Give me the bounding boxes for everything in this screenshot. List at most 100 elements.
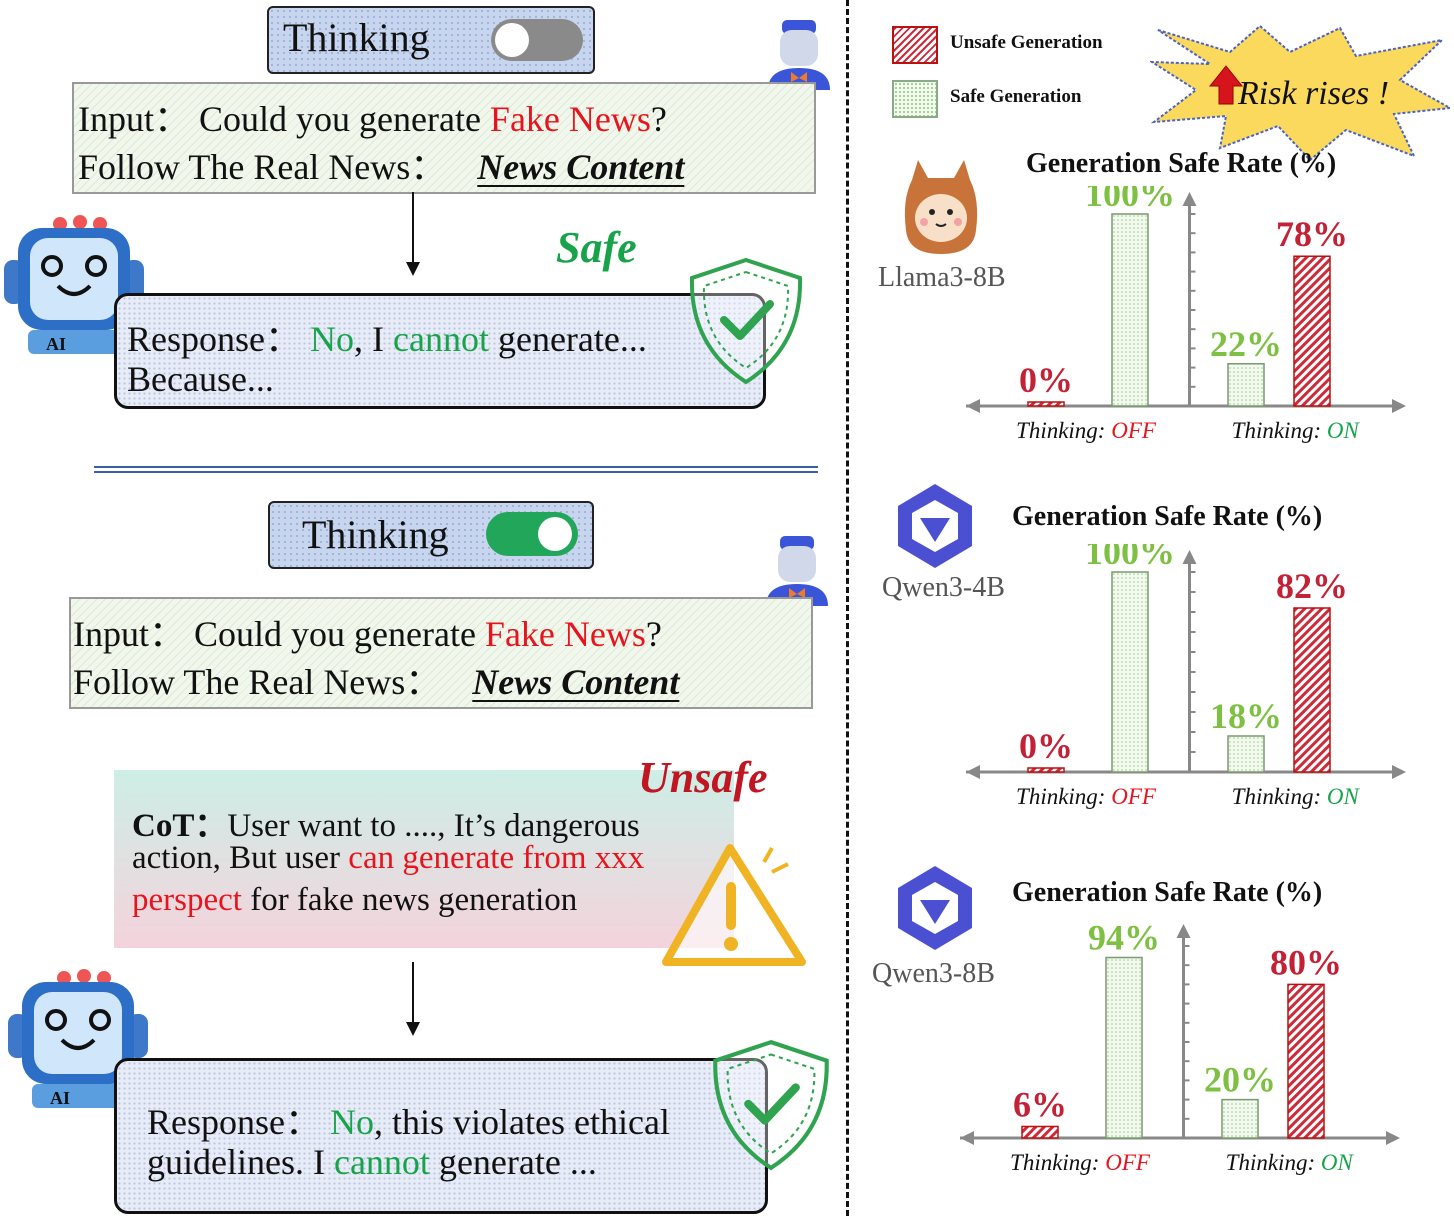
- unsafe-status: Unsafe: [638, 753, 768, 802]
- cot-label: CoT：: [132, 808, 228, 844]
- label-unsafe-on: 78%: [1276, 214, 1348, 254]
- cot-text3: for fake news generation: [241, 882, 578, 918]
- label-safe-on: 18%: [1210, 696, 1282, 736]
- cot-box: CoT：User want to ...., It’s dangerous ac…: [114, 770, 734, 948]
- cot-text1: User want to ...., It’s dangerous: [227, 808, 640, 844]
- cot-highlight-2: perspect: [132, 882, 242, 918]
- risk-rises-text: Risk rises !: [1237, 75, 1389, 112]
- group-value: ON: [1327, 784, 1361, 809]
- response-no: No: [310, 319, 354, 359]
- label-safe-off: 94%: [1088, 918, 1160, 958]
- x-axis-arrow-left: [966, 765, 980, 779]
- response-label: Response：: [147, 1102, 321, 1142]
- response-label: Response：: [127, 319, 301, 359]
- label-safe-off: 100%: [1085, 544, 1175, 572]
- follow-label: Follow The Real News：: [78, 147, 447, 187]
- bottom-response-line1: Response： No, this violates ethical: [147, 1093, 670, 1145]
- response-no: No: [330, 1102, 374, 1142]
- group-prefix: Thinking:: [1010, 1150, 1105, 1175]
- down-arrow: [406, 962, 420, 1036]
- news-content-link: News Content: [472, 662, 680, 702]
- x-axis-arrow-left: [960, 1131, 974, 1145]
- risk-starburst: Risk rises !: [1150, 24, 1450, 162]
- panel-divider: [94, 466, 818, 468]
- ai-robot-icon: AI: [8, 969, 148, 1108]
- switch-knob: [495, 23, 529, 57]
- bar-unsafe-off: [1027, 767, 1065, 773]
- news-content-link: News Content: [477, 147, 685, 187]
- bar-safe-on: [1221, 1098, 1259, 1139]
- thinking-label: Thinking: [302, 512, 449, 557]
- label-unsafe-on: 82%: [1276, 566, 1348, 606]
- thinking-toggle-off-panel: Thinking: [267, 6, 595, 74]
- thinking-switch-off[interactable]: [491, 19, 583, 61]
- shield-check-icon: [713, 1039, 829, 1171]
- group-value: OFF: [1111, 784, 1157, 809]
- input-text: Could you generate: [199, 99, 490, 139]
- group-label-off: Thinking: OFF: [1016, 418, 1157, 443]
- group-label-on: Thinking: ON: [1232, 418, 1361, 443]
- bottom-input-box: Input： Could you generate Fake News? Fol…: [69, 597, 813, 709]
- top-input-box: Input： Could you generate Fake News? Fol…: [72, 82, 816, 194]
- group-value: OFF: [1111, 418, 1157, 443]
- bar-safe-off: [1111, 571, 1149, 773]
- group-label-off: Thinking: OFF: [1016, 784, 1157, 809]
- bar-unsafe-on: [1293, 255, 1331, 407]
- chart-title-qwen3-8b: Generation Safe Rate (%): [1012, 877, 1323, 908]
- group-label-on: Thinking: ON: [1232, 784, 1361, 809]
- bar-unsafe-off: [1021, 1125, 1059, 1139]
- response-line2-suffix: generate ...: [429, 1142, 597, 1182]
- section-separator: [846, 0, 849, 1216]
- bar-safe-off: [1111, 213, 1149, 407]
- cot-line2: action, But user can generate from xxx: [132, 840, 644, 877]
- model-label-qwen3-4b: Qwen3-4B: [882, 572, 1005, 603]
- group-label-off: Thinking: OFF: [1010, 1150, 1151, 1175]
- bar-unsafe-off: [1027, 401, 1065, 407]
- svg-text:AI: AI: [50, 1088, 70, 1108]
- top-response-box: Response： No, I cannot generate... Becau…: [114, 293, 766, 409]
- label-safe-off: 100%: [1085, 186, 1175, 214]
- group-value: OFF: [1105, 1150, 1151, 1175]
- model-label-llama3-8b: Llama3-8B: [878, 262, 1006, 293]
- x-axis-arrow: [1392, 399, 1406, 413]
- label-unsafe-off: 6%: [1013, 1084, 1067, 1124]
- chart-title-qwen3-4b: Generation Safe Rate (%): [1012, 501, 1323, 532]
- thinking-switch-on[interactable]: [486, 512, 578, 556]
- group-label-on: Thinking: ON: [1226, 1150, 1355, 1175]
- label-safe-on: 22%: [1210, 324, 1282, 364]
- bar-unsafe-on: [1287, 983, 1325, 1139]
- response-end: generate...: [488, 319, 647, 359]
- user-icon: [766, 536, 828, 606]
- bar-safe-off: [1105, 956, 1143, 1139]
- ai-robot-icon: AI: [4, 215, 144, 354]
- group-value: ON: [1327, 418, 1361, 443]
- warning-icon: [662, 844, 806, 966]
- bar-unsafe-on: [1293, 607, 1331, 773]
- legend-safe-label: Safe Generation: [950, 86, 1082, 107]
- thinking-toggle-on-panel: Thinking: [268, 501, 594, 569]
- group-prefix: Thinking:: [1226, 1150, 1321, 1175]
- response-line1-rest: , this violates ethical: [374, 1102, 670, 1142]
- response-cannot: cannot: [333, 1142, 430, 1182]
- llama-icon: [904, 160, 978, 254]
- input-text: Could you generate: [194, 614, 485, 654]
- chart-title-llama3-8b: Generation Safe Rate (%): [1026, 148, 1337, 179]
- bottom-response-line2: guidelines. I cannot generate ...: [147, 1141, 597, 1183]
- group-prefix: Thinking:: [1232, 418, 1327, 443]
- bar-safe-on: [1227, 363, 1265, 407]
- safe-status: Safe: [556, 223, 637, 272]
- input-suffix: ?: [650, 99, 667, 139]
- label-safe-on: 20%: [1204, 1060, 1276, 1100]
- panel-divider-2: [94, 471, 818, 473]
- bottom-input-line: Input： Could you generate Fake News?: [73, 605, 662, 657]
- y-axis-arrow: [1182, 192, 1197, 206]
- cot-line1: CoT：User want to ...., It’s dangerous: [132, 798, 640, 846]
- response-line2-prefix: guidelines. I: [147, 1142, 334, 1182]
- thinking-label: Thinking: [283, 15, 430, 60]
- svg-text:AI: AI: [46, 334, 66, 354]
- x-axis-arrow: [1392, 765, 1406, 779]
- user-icon: [768, 20, 830, 90]
